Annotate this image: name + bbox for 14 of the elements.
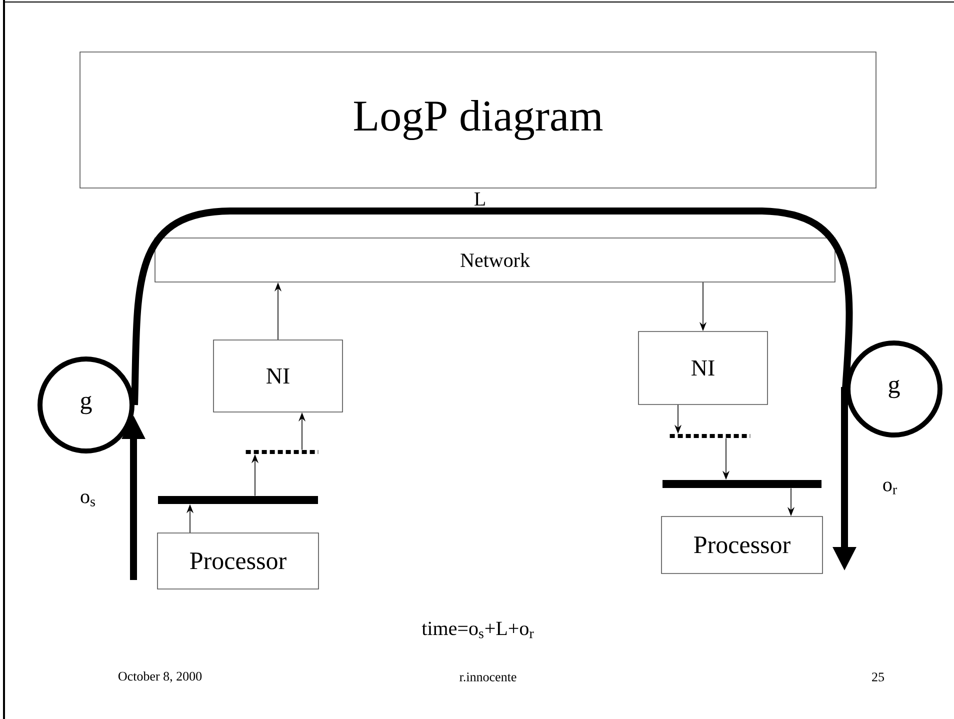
formula-text: time=o$_{s}$+L+o$_{r}$ bbox=[422, 622, 534, 638]
title-box: LogP diagram bbox=[80, 52, 876, 188]
footer-author: r.innocente bbox=[460, 672, 516, 682]
edge-label: L bbox=[472, 191, 488, 207]
interface-box: NI bbox=[638, 331, 768, 405]
network-box: Network bbox=[154, 238, 836, 282]
processor-box: Processor bbox=[661, 516, 823, 574]
latency-curve bbox=[131, 208, 853, 406]
edge-label: o$_{r}$ bbox=[883, 482, 897, 494]
footer-date: October 8, 2000 bbox=[118, 671, 202, 682]
page-number: 25 bbox=[872, 672, 884, 682]
interface-box: NI bbox=[213, 340, 343, 412]
edge-label: o$_{s}$ bbox=[80, 494, 95, 506]
processor-box: Processor bbox=[157, 532, 319, 590]
